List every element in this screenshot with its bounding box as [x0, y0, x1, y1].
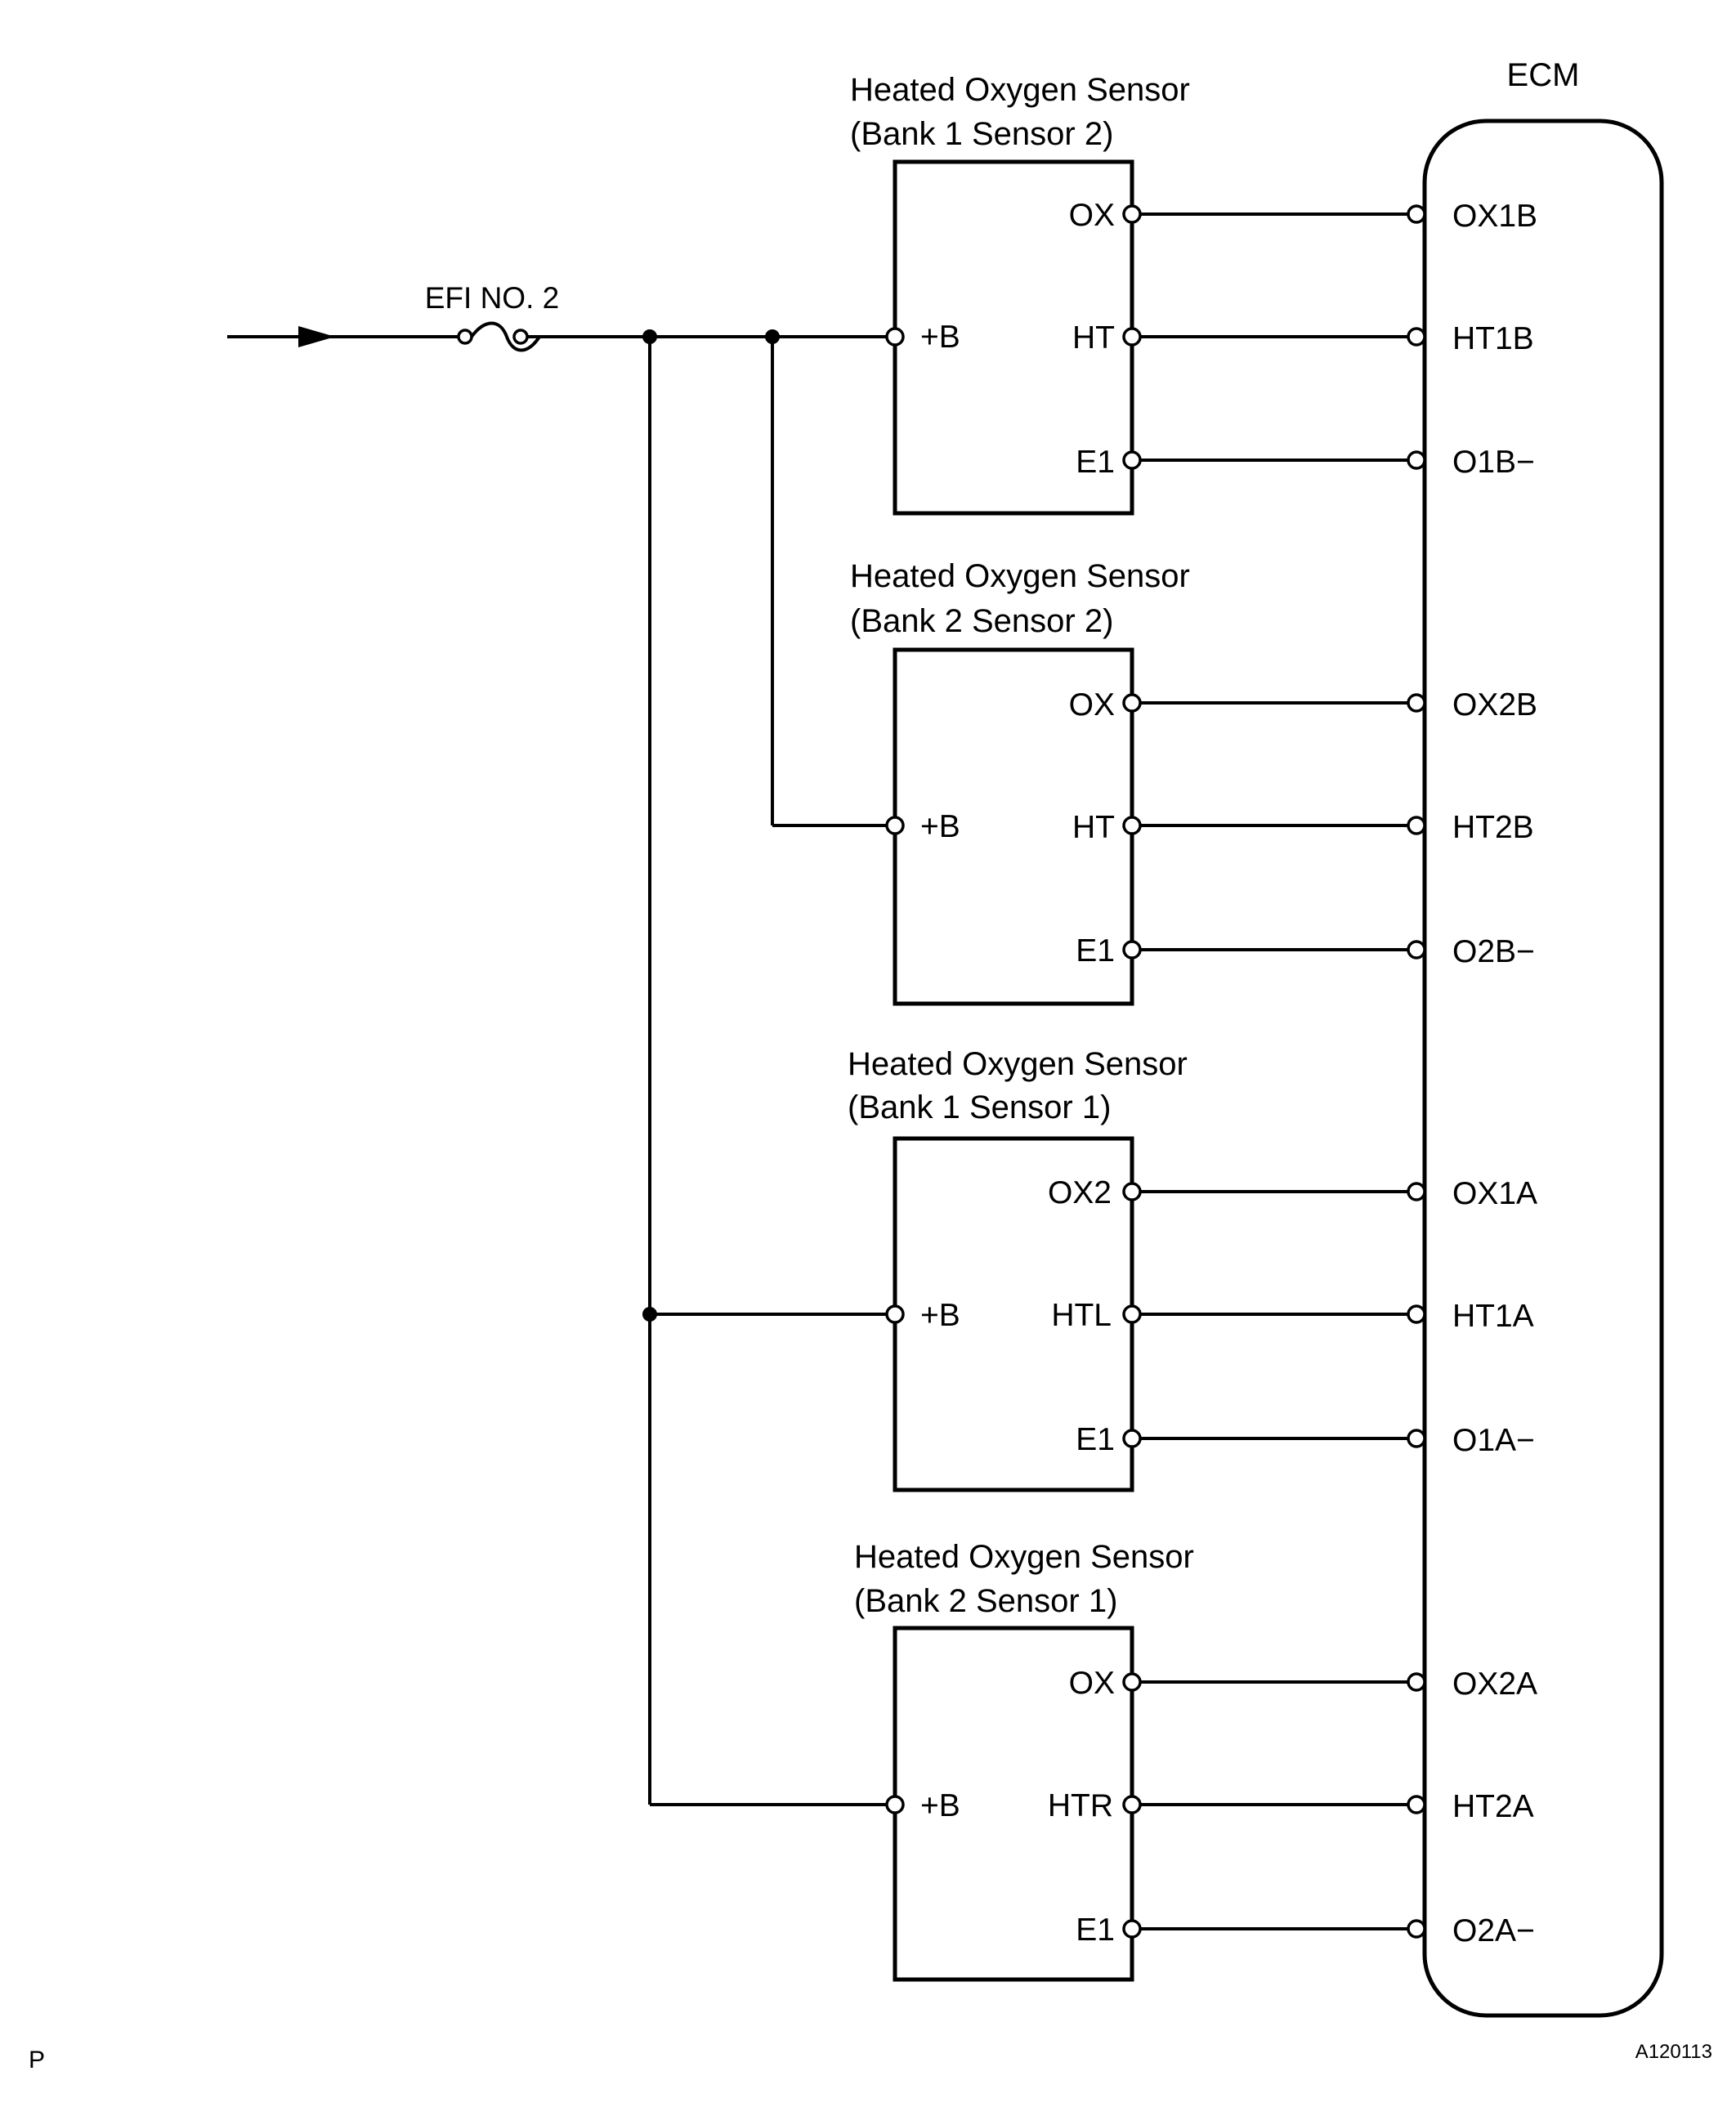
- ecm-pin-label: O2A−: [1452, 1913, 1535, 1948]
- junction-dot: [642, 1307, 657, 1322]
- sensor-terminal: [1122, 1919, 1142, 1939]
- footer-left-label: P: [29, 2047, 45, 2074]
- sensor-pin-label: OX: [1069, 1666, 1115, 1701]
- ecm-pin-label: HT2B: [1452, 810, 1534, 845]
- sensor-subtitle: (Bank 1 Sensor 1): [848, 1089, 1111, 1125]
- ecm-pin-label: O1B−: [1452, 445, 1535, 480]
- ecm-terminal: [1407, 1795, 1426, 1814]
- sensor-pin-label: OX2: [1048, 1175, 1112, 1210]
- sensor-terminal: [1122, 940, 1142, 960]
- ecm-terminal: [1407, 204, 1426, 224]
- ecm-terminal: [1407, 327, 1426, 347]
- ecm-pin-label: OX2B: [1452, 687, 1537, 722]
- sensor-subtitle: (Bank 1 Sensor 2): [850, 116, 1113, 152]
- sensor-power-terminal: [885, 327, 905, 347]
- sensor-title: Heated Oxygen Sensor: [850, 558, 1190, 594]
- sensor-title: Heated Oxygen Sensor: [848, 1046, 1188, 1082]
- sensor-bank2-sensor1: Heated Oxygen Sensor (Bank 2 Sensor 1) +…: [854, 1539, 1408, 1982]
- sensor-pin-label: E1: [1076, 1422, 1115, 1457]
- ecm-pin-label: OX1B: [1452, 199, 1537, 234]
- fuse-terminal-right: [512, 329, 529, 345]
- sensor-power-pin-label: +B: [920, 809, 960, 844]
- junction-dot: [642, 329, 657, 344]
- ecm-box: [1422, 119, 1664, 2018]
- sensor-pin-label: E1: [1076, 1912, 1115, 1948]
- sensor-pin-label: HT: [1072, 810, 1115, 845]
- sensor-power-terminal: [885, 816, 905, 835]
- sensor-terminal: [1122, 693, 1142, 713]
- sensor-box: [893, 647, 1134, 1006]
- ecm-pins: OX1B HT1B O1B− OX2B HT2B O2B− OX1A HT1A …: [1407, 199, 1537, 1948]
- figure-id-label: A120113: [1635, 2041, 1712, 2063]
- sensor-terminal: [1122, 1429, 1142, 1448]
- sensor-bank1-sensor1: Heated Oxygen Sensor (Bank 1 Sensor 1) +…: [848, 1046, 1408, 1492]
- ecm-terminal: [1407, 1304, 1426, 1324]
- sensor-power-terminal: [885, 1795, 905, 1814]
- sensor-terminal: [1122, 204, 1142, 224]
- fuse-label: EFI NO. 2: [425, 281, 559, 315]
- ecm-pin-label: HT1A: [1452, 1299, 1534, 1334]
- sensor-terminal: [1122, 816, 1142, 835]
- sensor-pin-label: OX: [1069, 198, 1115, 233]
- sensor-power-terminal: [885, 1304, 905, 1324]
- ecm-label: ECM: [1507, 57, 1580, 93]
- ecm-pin-label: HT2A: [1452, 1789, 1534, 1824]
- ecm-terminal: [1407, 693, 1426, 713]
- sensor-pin-label: OX: [1069, 687, 1115, 722]
- junction-dot: [765, 329, 780, 344]
- ecm-terminal: [1407, 1429, 1426, 1448]
- sensor-title: Heated Oxygen Sensor: [850, 72, 1190, 108]
- sensor-pin-label: HT: [1072, 320, 1115, 356]
- sensor-box: [893, 1136, 1134, 1492]
- sensor-pin-label: E1: [1076, 445, 1115, 480]
- ecm-pin-label: OX2A: [1452, 1666, 1537, 1702]
- sensor-terminal: [1122, 327, 1142, 347]
- ecm-pin-label: O1A−: [1452, 1423, 1535, 1458]
- ecm-terminal: [1407, 940, 1426, 960]
- sensor-terminal: [1122, 1304, 1142, 1324]
- ecm-pin-label: HT1B: [1452, 321, 1534, 356]
- sensor-terminal: [1122, 1182, 1142, 1201]
- input-arrow-icon: [298, 326, 335, 347]
- ecm-terminal: [1407, 816, 1426, 835]
- sensor-pin-label: HTL: [1051, 1298, 1112, 1333]
- sensor-terminal: [1122, 1672, 1142, 1692]
- ecm-terminal: [1407, 1672, 1426, 1692]
- sensor-bank1-sensor2: Heated Oxygen Sensor (Bank 1 Sensor 2) +…: [850, 72, 1408, 516]
- sensor-pin-label: E1: [1076, 933, 1115, 969]
- ecm-pin-label: O2B−: [1452, 934, 1535, 969]
- sensor-bank2-sensor2: Heated Oxygen Sensor (Bank 2 Sensor 2) +…: [850, 558, 1408, 1006]
- ecm-pin-label: OX1A: [1452, 1176, 1537, 1211]
- sensor-terminal: [1122, 1795, 1142, 1814]
- sensor-power-pin-label: +B: [920, 1298, 960, 1333]
- ecm-terminal: [1407, 1919, 1426, 1939]
- sensor-terminal: [1122, 450, 1142, 470]
- fuse-terminal-left: [457, 329, 473, 345]
- sensor-subtitle: (Bank 2 Sensor 2): [850, 603, 1113, 639]
- sensor-title: Heated Oxygen Sensor: [854, 1539, 1194, 1575]
- sensor-power-pin-label: +B: [920, 320, 960, 355]
- ecm-terminal: [1407, 450, 1426, 470]
- sensor-power-pin-label: +B: [920, 1788, 960, 1823]
- fuse-icon: [470, 321, 541, 352]
- sensor-subtitle: (Bank 2 Sensor 1): [854, 1583, 1117, 1619]
- ecm-terminal: [1407, 1182, 1426, 1201]
- sensor-pin-label: HTR: [1048, 1788, 1113, 1823]
